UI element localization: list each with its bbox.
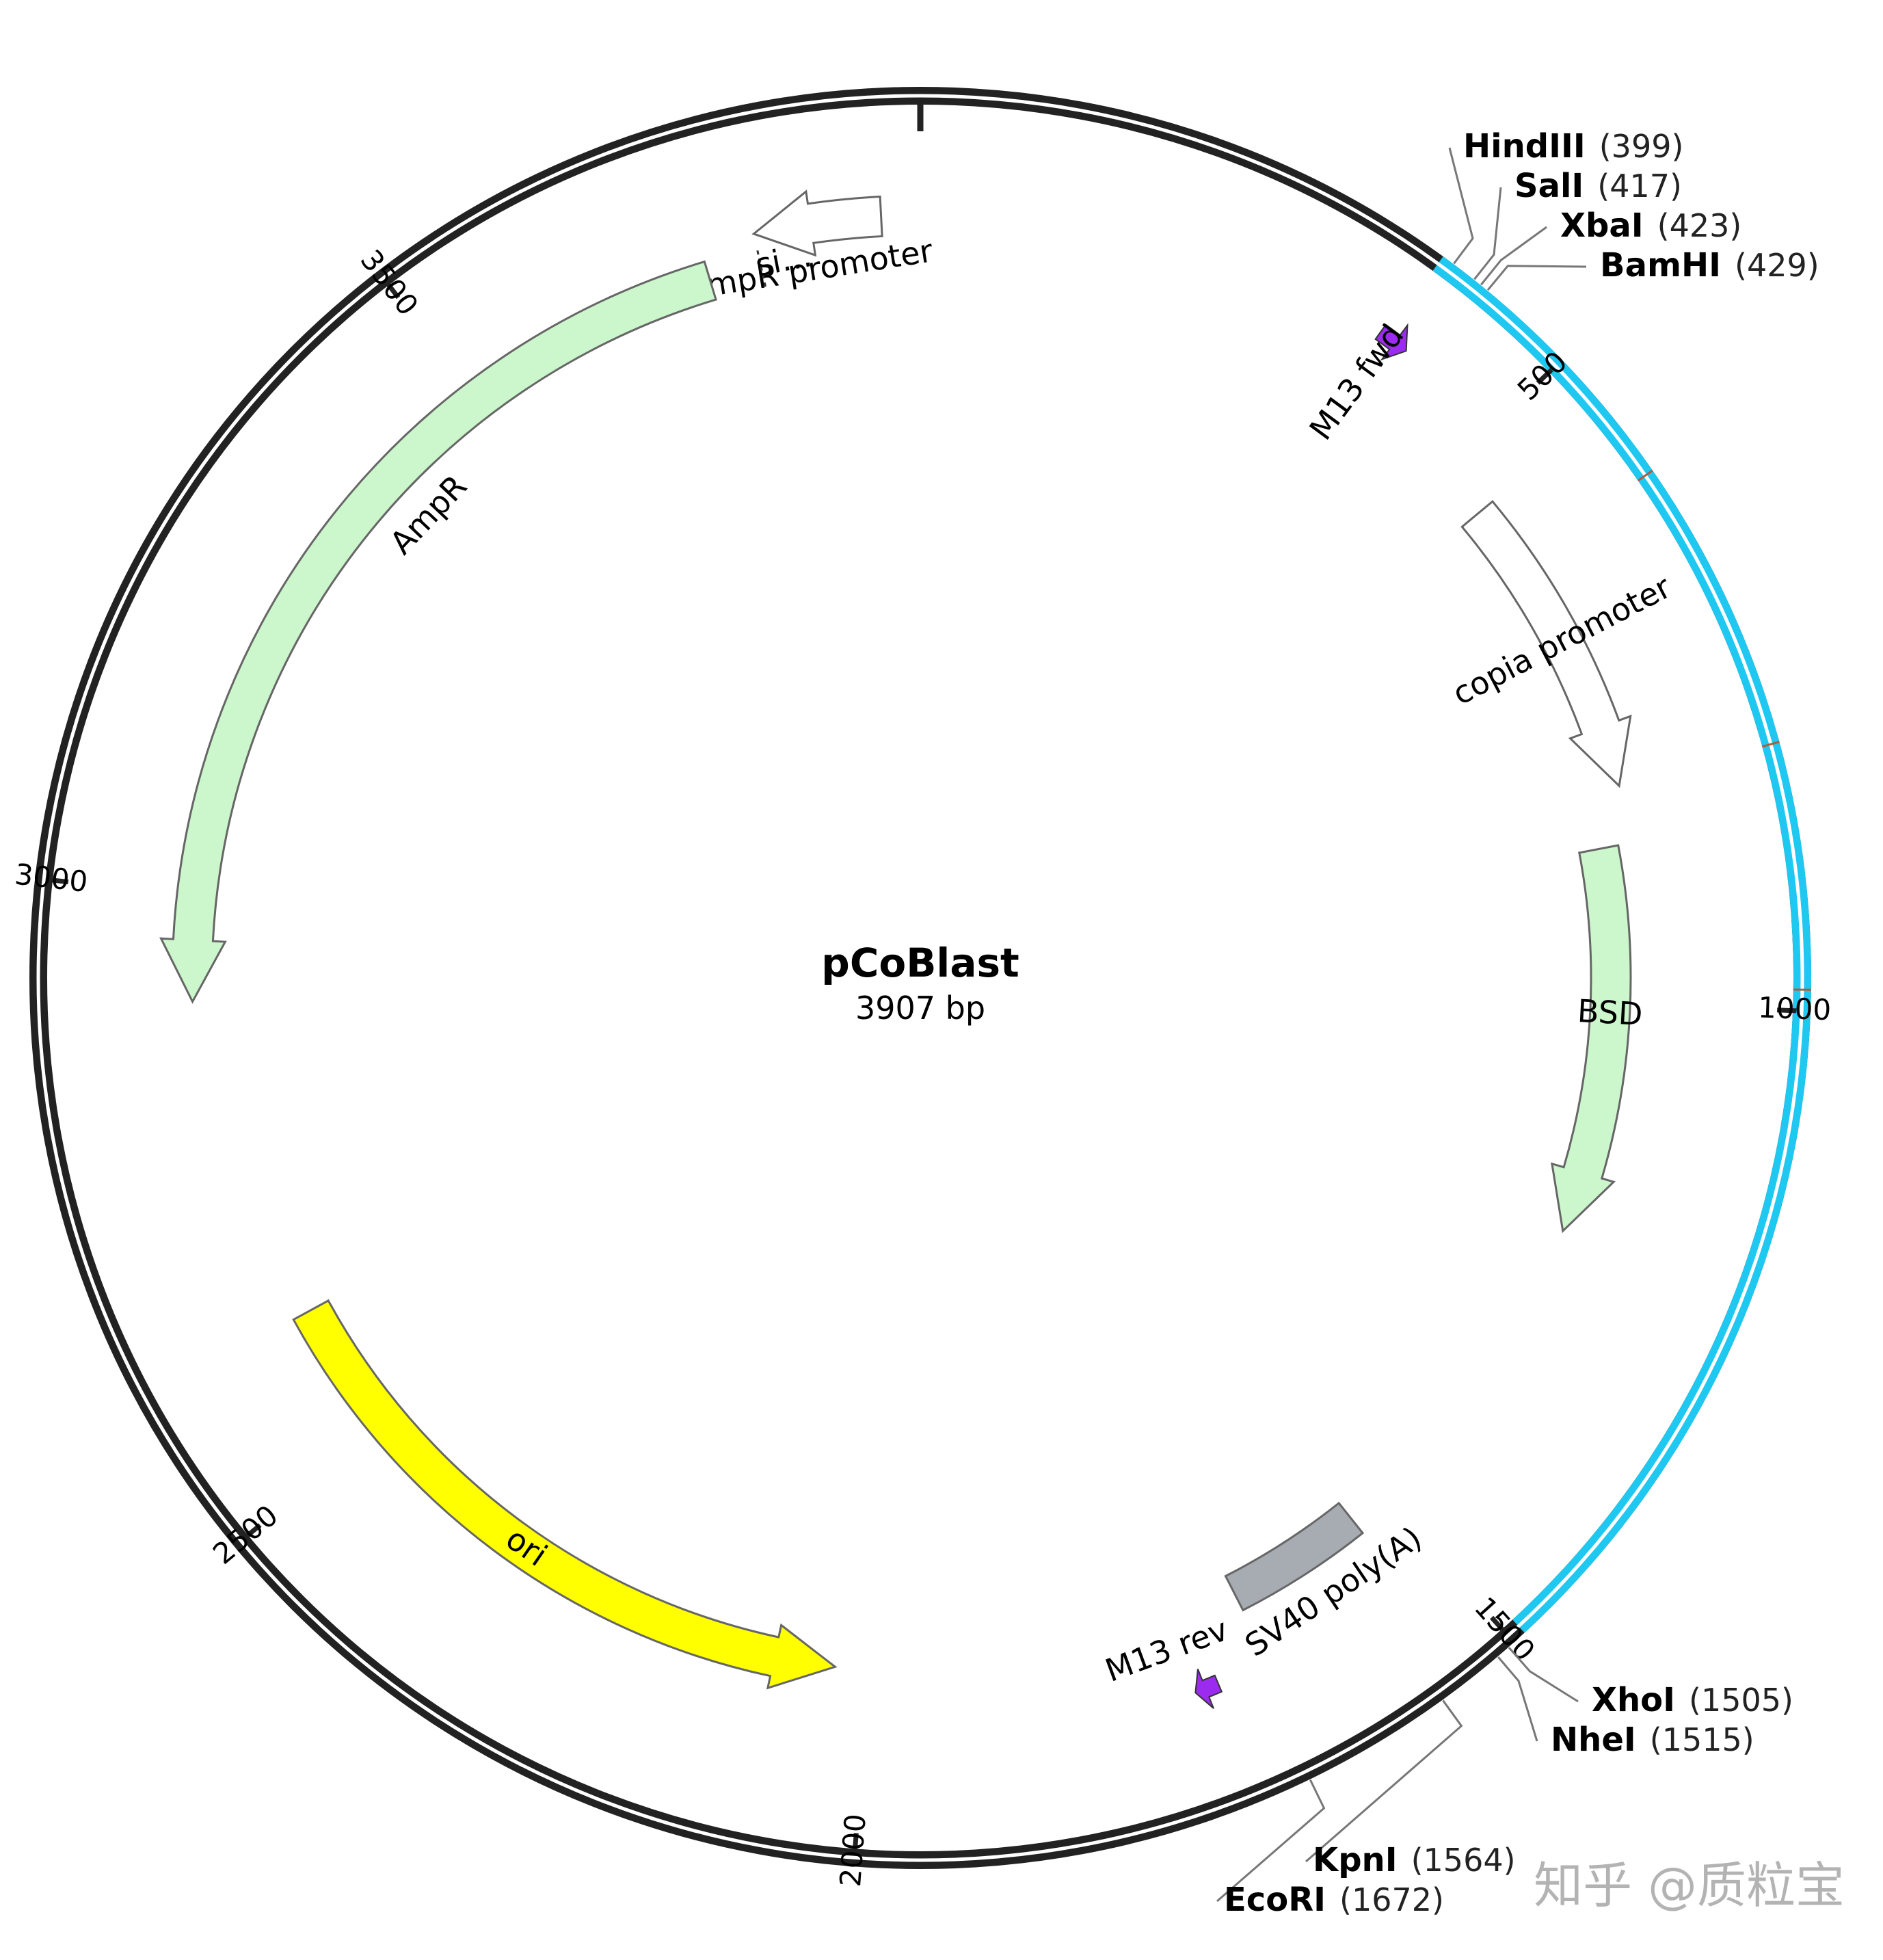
tick-mark	[49, 877, 69, 885]
site-leader-line	[1486, 265, 1587, 291]
highlight-divider	[1761, 741, 1780, 748]
tick-label: 3000	[13, 857, 90, 899]
site-sali[interactable]: SalI (417)	[1473, 167, 1682, 280]
site-leader-line	[1508, 1647, 1579, 1703]
site-name: HindIII	[1463, 127, 1586, 165]
site-leader-line	[1480, 226, 1547, 286]
tick-mark	[243, 1523, 262, 1539]
m13-rev-shape	[1194, 1669, 1223, 1709]
site-label: BamHI (429)	[1600, 246, 1819, 284]
feature-ori[interactable]: ori	[292, 1299, 838, 1690]
bsd-label: BSD	[1577, 992, 1644, 1033]
site-name: XhoI	[1592, 1681, 1675, 1719]
watermark: 知乎 @质粒宝	[1534, 1857, 1845, 1914]
highlight-gap	[1437, 262, 1804, 1628]
feature-bsd[interactable]: BSD	[1551, 844, 1644, 1234]
feature-copia-promoter[interactable]: copia promoter	[1447, 500, 1677, 789]
tick-mark	[1776, 1007, 1797, 1014]
site-name: BamHI	[1600, 246, 1721, 284]
site-name: NheI	[1551, 1721, 1636, 1759]
center-title: pCoBlast 3907 bp	[821, 940, 1019, 1027]
site-name: EcoRI	[1224, 1881, 1326, 1919]
site-position: (1564)	[1411, 1842, 1516, 1879]
tick-mark	[384, 280, 401, 300]
site-label: NheI (1515)	[1551, 1721, 1754, 1759]
ori-shape	[292, 1299, 838, 1690]
site-label: SalI (417)	[1514, 167, 1682, 205]
site-position: (1505)	[1689, 1682, 1793, 1719]
m13-fwd-label: M13 fwd	[1302, 317, 1411, 447]
site-label: HindIII (399)	[1463, 127, 1683, 165]
m13-fwd-shape	[1374, 323, 1408, 361]
plasmid-name: pCoBlast	[821, 940, 1019, 986]
feature-m13-rev[interactable]: M13 rev	[1100, 1611, 1233, 1709]
site-name: XbaI	[1560, 207, 1644, 245]
site-label: XbaI (423)	[1560, 207, 1741, 245]
copia-promoter-shape	[1460, 500, 1632, 789]
tick-mark	[852, 1833, 859, 1853]
tick-label: 500	[1511, 345, 1574, 407]
highlight-divider	[1637, 469, 1653, 481]
sv40-polya-shape	[1224, 1501, 1365, 1612]
site-xhoi[interactable]: XhoI (1505)	[1508, 1647, 1793, 1719]
site-position: (1672)	[1339, 1881, 1444, 1918]
copia-promoter-label: copia promoter	[1447, 568, 1677, 713]
plasmid-size: 3907 bp	[855, 990, 985, 1027]
tick-label: 1000	[1757, 990, 1832, 1027]
restriction-sites: HindIII (399) SalI (417)XbaI (423)BamHI (429)…	[1216, 127, 1819, 1919]
site-leader-line	[1473, 187, 1502, 280]
site-label: KpnI (1564)	[1313, 1841, 1516, 1879]
site-leader-line	[1216, 1779, 1326, 1903]
site-xbai[interactable]: XbaI (423)	[1480, 207, 1741, 286]
site-position: (429)	[1735, 247, 1819, 284]
feature-ampr[interactable]: AmpRsi…	[159, 237, 815, 1004]
site-label: XhoI (1505)	[1592, 1681, 1793, 1719]
highlight-region	[1432, 256, 1812, 1633]
tick-label: 2000	[833, 1813, 872, 1888]
site-position: (417)	[1597, 168, 1682, 204]
site-leader-line	[1497, 1656, 1538, 1742]
site-label: EcoRI (1672)	[1224, 1881, 1444, 1919]
site-position: (1515)	[1650, 1721, 1754, 1758]
signal-divider	[756, 248, 767, 287]
site-bamhi[interactable]: BamHI (429)	[1486, 246, 1819, 291]
site-leader-line	[1305, 1699, 1463, 1863]
tick-mark	[1490, 1615, 1506, 1634]
feature-sv40-polya[interactable]: SV40 poly(A)	[1224, 1501, 1428, 1664]
bsd-shape	[1551, 844, 1632, 1234]
site-kpni[interactable]: KpnI (1564)	[1305, 1699, 1516, 1879]
site-name: SalI	[1514, 167, 1584, 205]
feature-m13-fwd[interactable]: M13 fwd	[1302, 317, 1411, 447]
tick-mark	[1536, 368, 1553, 385]
site-nhei[interactable]: NheI (1515)	[1497, 1656, 1754, 1759]
site-ecori[interactable]: EcoRI (1672)	[1216, 1779, 1444, 1919]
site-position: (423)	[1657, 207, 1742, 244]
site-name: KpnI	[1313, 1841, 1398, 1879]
ampr-promoter-shape	[751, 189, 883, 257]
site-position: (399)	[1599, 128, 1684, 165]
site-leader-line	[1448, 147, 1474, 265]
site-hindiii[interactable]: HindIII (399)	[1448, 127, 1683, 265]
ampr-shape	[159, 260, 717, 1004]
